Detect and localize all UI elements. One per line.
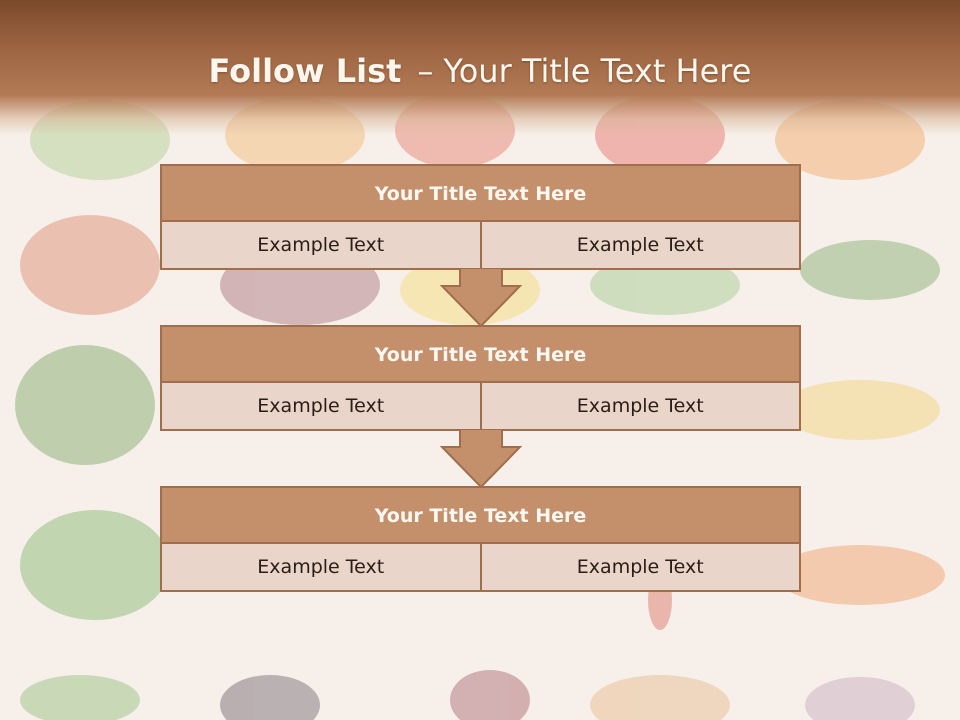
- step-box-2: Your Title Text Here Example Text Exampl…: [160, 325, 801, 431]
- step-row: Example Text Example Text: [162, 222, 799, 268]
- down-arrow-icon: [440, 429, 522, 489]
- step-row: Example Text Example Text: [162, 383, 799, 429]
- step-cell-right: Example Text: [479, 383, 800, 429]
- slide-title-dash: –: [417, 52, 434, 90]
- slide-title: Follow List–Your Title Text Here: [0, 52, 960, 90]
- step-row: Example Text Example Text: [162, 544, 799, 590]
- step-cell-left: Example Text: [257, 395, 385, 417]
- step-box-3: Your Title Text Here Example Text Exampl…: [160, 486, 801, 592]
- header-band: [0, 0, 960, 135]
- step-title: Your Title Text Here: [162, 166, 799, 222]
- slide-title-bold: Follow List: [208, 52, 402, 90]
- step-cell-right: Example Text: [479, 544, 800, 590]
- step-box-1: Your Title Text Here Example Text Exampl…: [160, 164, 801, 270]
- step-title: Your Title Text Here: [162, 488, 799, 544]
- step-title: Your Title Text Here: [162, 327, 799, 383]
- step-cell-left: Example Text: [257, 234, 385, 256]
- step-cell-right: Example Text: [479, 222, 800, 268]
- slide-title-rest: Your Title Text Here: [443, 52, 752, 90]
- down-arrow-icon: [440, 268, 522, 328]
- step-cell-left: Example Text: [257, 556, 385, 578]
